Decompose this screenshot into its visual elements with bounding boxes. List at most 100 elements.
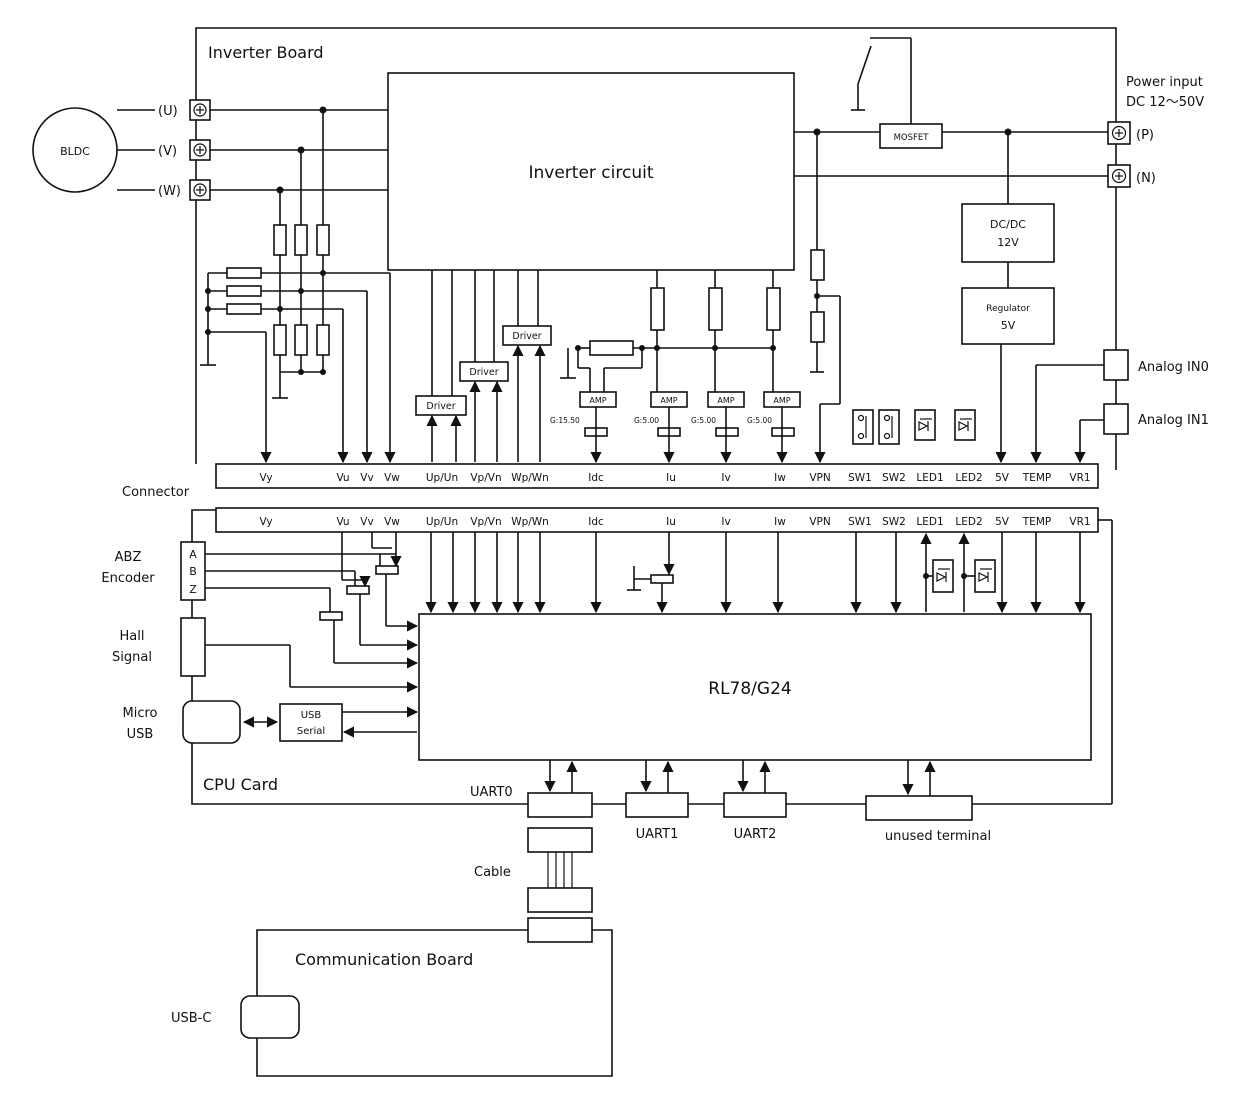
gain-iu-label: G:5.00 xyxy=(634,416,659,425)
connector-pin-label: VR1 xyxy=(1069,516,1090,528)
micro-usb-label: Micro xyxy=(123,706,158,721)
connector-pin-label: LED1 xyxy=(916,472,943,484)
phase-u-label: (U) xyxy=(158,104,178,119)
connector-pin-label: Wp/Wn xyxy=(511,472,549,484)
abz-pin-z: Z xyxy=(189,583,197,596)
connector-pin-label: SW1 xyxy=(848,516,872,528)
mosfet-label: MOSFET xyxy=(894,133,930,143)
connector-pin-label: Vp/Vn xyxy=(470,472,501,484)
abz-pin-b: B xyxy=(189,565,197,578)
amp-label: AMP xyxy=(773,396,790,405)
driver-block-w xyxy=(502,325,552,346)
connector-pin-label: Vv xyxy=(360,472,373,484)
communication-board-outline xyxy=(256,929,613,1077)
communication-board: Communication Board USB-C xyxy=(171,917,613,1077)
connector-pin-label: 5V xyxy=(995,472,1010,484)
connector-pin-label: LED2 xyxy=(955,472,982,484)
uart1-connector xyxy=(625,792,689,818)
gain-iv-label: G:5.00 xyxy=(691,416,716,425)
inverter-board-outline xyxy=(195,27,1117,470)
amp-label: AMP xyxy=(660,396,677,405)
usb-c-label: USB-C xyxy=(171,1011,211,1026)
encoder-jumper-icon xyxy=(346,585,370,595)
uart0-connector xyxy=(527,792,593,818)
micro-usb-port xyxy=(182,700,241,744)
usb-c-port xyxy=(240,995,300,1039)
connector-pin-label: Iv xyxy=(721,472,730,484)
mcu-block xyxy=(418,613,1092,761)
unused-terminal-connector xyxy=(865,795,973,821)
bldc-motor-label: BLDC xyxy=(60,145,90,158)
uart1-label: UART1 xyxy=(636,827,679,842)
connector-pin-label: VPN xyxy=(809,472,830,484)
regulator-voltage-label: 5V xyxy=(1001,319,1016,332)
uart2-connector xyxy=(723,792,787,818)
hall-signal-label: Hall xyxy=(120,629,145,644)
dc-shunt-resistor-icon xyxy=(589,340,634,356)
connector-pin-label: Vu xyxy=(336,516,349,528)
shunt-resistor-icon xyxy=(766,287,781,331)
resistor-icon xyxy=(273,324,287,356)
power-input-label: Power input xyxy=(1126,75,1203,90)
connector-pin-label: Iu xyxy=(666,516,676,528)
usb-serial-label: USB xyxy=(301,710,322,721)
connector-pin-label: Wp/Wn xyxy=(511,516,549,528)
connector-bottom xyxy=(215,507,1099,533)
terminal-p-label: (P) xyxy=(1136,128,1154,143)
dcdc-voltage-label: 12V xyxy=(997,236,1019,249)
cpu-card-title: CPU Card xyxy=(203,775,278,794)
analog-in0-connector xyxy=(1103,349,1129,381)
connector-pin-label: Vw xyxy=(384,472,400,484)
connector-pin-label: Vw xyxy=(384,516,400,528)
cpu-card: CPU Card RL78/G24 A B Z ABZ Encoder Ha xyxy=(101,509,1113,844)
connector-pin-label: 5V xyxy=(995,516,1010,528)
analog-in1-label: Analog IN1 xyxy=(1138,413,1209,428)
amp-label: AMP xyxy=(717,396,734,405)
connector-top xyxy=(215,463,1099,489)
connector-pin-label: Vv xyxy=(360,516,373,528)
terminal-v-icon xyxy=(189,139,211,161)
cpu-led2-icon xyxy=(974,559,996,593)
connector-pin-label: TEMP xyxy=(1022,472,1051,484)
communication-board-connector xyxy=(527,917,593,943)
connector-pin-label: Idc xyxy=(588,516,604,528)
connector-pin-label: Vu xyxy=(336,472,349,484)
regulator-block xyxy=(961,287,1055,345)
resistor-icon xyxy=(810,311,825,343)
terminal-p-icon xyxy=(1107,121,1131,145)
dcdc-label: DC/DC xyxy=(990,218,1026,231)
hall-signal-label-2: Signal xyxy=(112,650,152,665)
power-switch-icon xyxy=(857,45,872,85)
phase-v-label: (V) xyxy=(158,144,177,159)
driver-label: Driver xyxy=(512,331,541,342)
connector-pin-label: SW1 xyxy=(848,472,872,484)
resistor-icon xyxy=(226,267,262,279)
uart0-label: UART0 xyxy=(470,785,513,800)
encoder-jumper-icon xyxy=(375,565,399,575)
amp-label: AMP xyxy=(589,396,606,405)
usb-serial-label-2: Serial xyxy=(297,726,325,737)
regulator-label: Regulator xyxy=(986,304,1030,314)
iu-jumper-icon xyxy=(650,574,674,584)
driver-block-u xyxy=(415,395,467,416)
connector-pin-label: Iw xyxy=(774,516,786,528)
terminal-w-icon xyxy=(189,179,211,201)
terminal-n-icon xyxy=(1107,164,1131,188)
analog-in1-connector xyxy=(1103,403,1129,435)
connector-pin-label: SW2 xyxy=(882,472,906,484)
driver-label: Driver xyxy=(426,401,455,412)
cable-label: Cable xyxy=(474,865,511,880)
phase-w-label: (W) xyxy=(158,184,181,199)
resistor-icon xyxy=(316,224,330,256)
switch-sw1-icon xyxy=(852,409,874,445)
inverter-circuit-label: Inverter circuit xyxy=(528,163,653,183)
resistor-icon xyxy=(226,285,262,297)
encoder-jumper-icon xyxy=(319,611,343,621)
communication-board-title: Communication Board xyxy=(295,950,473,969)
terminal-u-icon xyxy=(189,99,211,121)
abz-encoder-label: ABZ xyxy=(115,550,142,565)
inverter-circuit-block xyxy=(387,72,795,271)
resistor-icon xyxy=(810,249,825,281)
connector-pin-label: SW2 xyxy=(882,516,906,528)
switch-sw2-icon xyxy=(878,409,900,445)
